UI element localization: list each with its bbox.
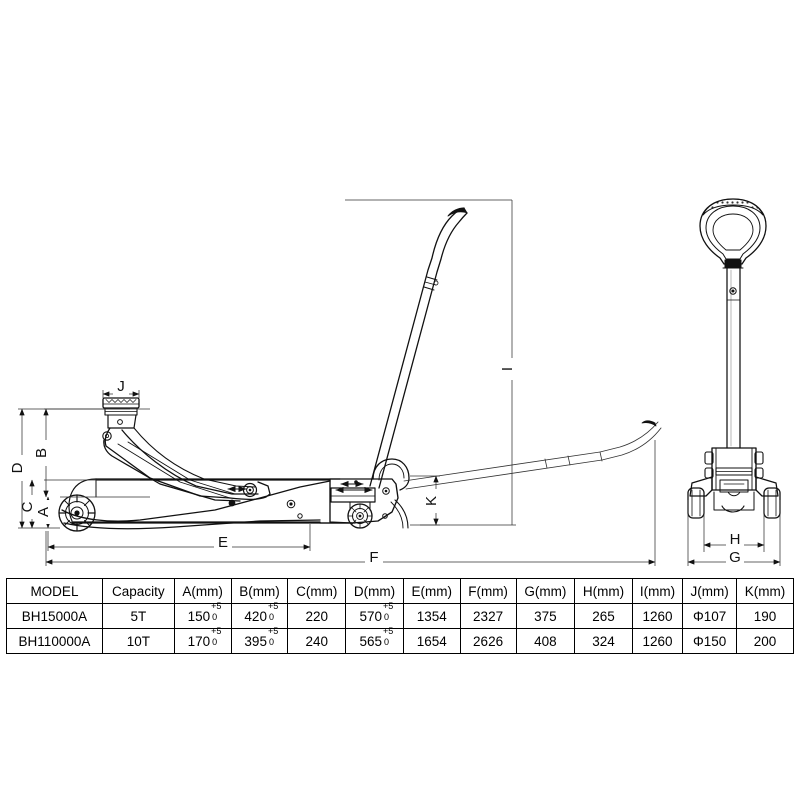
operating-handle-raised [369,207,468,489]
col-header-k: K(mm) [736,578,794,604]
cell-i: 1260 [631,628,684,654]
col-header-c: C(mm) [287,578,347,604]
dimension-label-I: I [499,367,516,371]
cell-h: 265 [574,603,633,629]
dimension-label-E: E [218,534,228,551]
col-header-e: E(mm) [402,578,461,604]
specification-table: MODEL Capacity A(mm) B(mm) C(mm) D(mm) E… [6,578,794,654]
lift-arm [102,427,271,507]
dimension-label-D: D [9,462,26,473]
handle-socket [372,458,410,491]
dimension-lines [18,199,781,566]
col-header-j: J(mm) [682,578,738,604]
col-header-f: F(mm) [459,578,517,604]
cell-i: 1260 [631,603,684,629]
cell-e: 1354 [402,603,461,629]
cell-f: 2626 [459,628,517,654]
dimension-label-J: J [117,378,125,395]
operating-handle-lowered [403,420,662,490]
front-view [687,198,781,519]
cell-k: 190 [736,603,794,629]
cell-f: 2327 [459,603,517,629]
dimension-label-C: C [19,501,36,512]
col-header-capacity: Capacity [101,578,175,604]
front-wheel [58,494,96,532]
cell-capacity: 5T [101,603,175,629]
side-view-chassis [61,478,356,530]
cell-g: 408 [515,628,576,654]
cell-capacity: 10T [101,628,175,654]
cell-j: Φ150 [682,628,738,654]
dimension-label-H: H [730,531,741,548]
dimension-label-G: G [729,549,741,566]
col-header-i: I(mm) [631,578,684,604]
cell-h: 324 [574,628,633,654]
cell-j: Φ107 [682,603,738,629]
col-header-b: B(mm) [230,578,289,604]
col-header-a: A(mm) [173,578,232,604]
dimension-label-F: F [369,549,378,566]
col-header-model: MODEL [6,578,103,604]
col-header-h: H(mm) [574,578,633,604]
dimension-label-B: B [33,448,50,458]
col-header-g: G(mm) [515,578,576,604]
drawing-canvas: D B C A J E F K I H G [9,198,781,566]
cell-e: 1654 [402,628,461,654]
chassis-detail [227,485,303,519]
dimension-label-K: K [423,496,440,506]
cell-model: BH15000A [6,603,103,629]
cell-c: 220 [287,603,347,629]
cell-g: 375 [515,603,576,629]
col-header-d: D(mm) [345,578,404,604]
rear-pump-housing [329,478,409,529]
cell-model: BH110000A [6,628,103,654]
dimension-labels: D B C A J E F K I H G [9,358,744,566]
table-header-row: MODEL Capacity A(mm) B(mm) C(mm) D(mm) E… [6,578,794,604]
cell-c: 240 [287,628,347,654]
cell-k: 200 [736,628,794,654]
dimension-label-A: A [35,507,52,517]
saddle-assembly [102,397,140,429]
